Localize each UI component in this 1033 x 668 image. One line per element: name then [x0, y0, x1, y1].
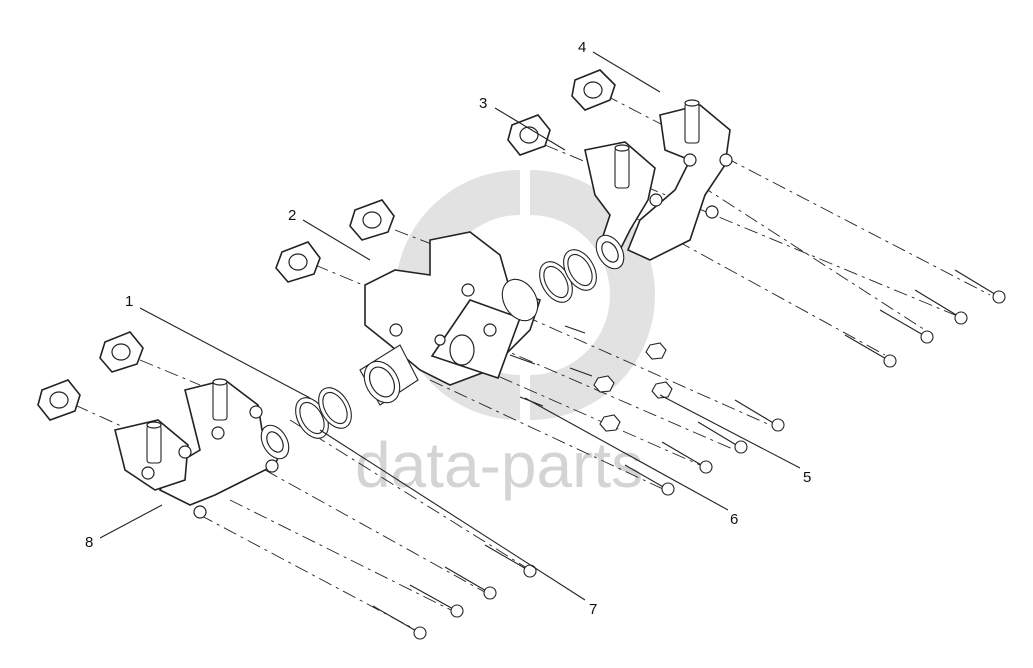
- callout-4: 4: [578, 39, 586, 56]
- callout-labels: 1 2 3 4 5 6 7 8: [85, 39, 811, 618]
- gaskets-lower: [37, 331, 144, 421]
- callout-2: 2: [288, 207, 296, 224]
- callout-3: 3: [479, 95, 487, 112]
- studs-and-nuts: [509, 325, 673, 432]
- gaskets-upper: [275, 69, 616, 283]
- callout-8: 8: [85, 534, 93, 551]
- callout-6: 6: [730, 511, 738, 528]
- watermark-text: data-parts: [355, 429, 643, 501]
- callout-leaders: [99, 51, 801, 601]
- callout-7: 7: [589, 601, 597, 618]
- manifold-upper-right: [584, 99, 733, 270]
- callout-5: 5: [803, 469, 811, 486]
- seal-rings-upper: [539, 249, 597, 303]
- callout-1: 1: [125, 293, 133, 310]
- manifold-lower-left: [114, 378, 290, 519]
- manifold-center: [359, 231, 542, 406]
- seal-rings-lower: [295, 387, 352, 439]
- bolts: [372, 269, 1006, 640]
